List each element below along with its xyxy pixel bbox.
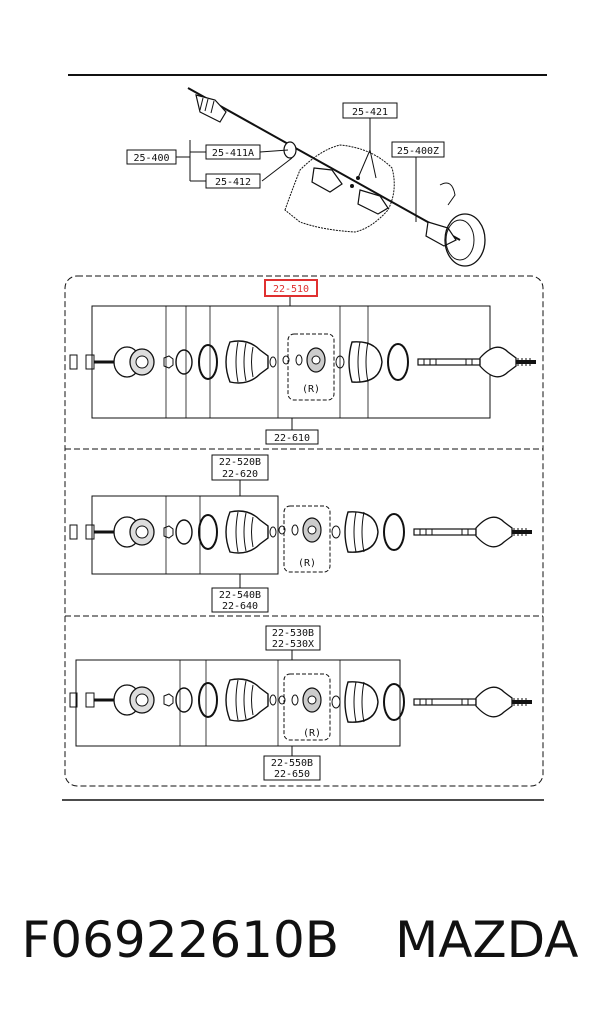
svg-text:22-530B: 22-530B	[272, 628, 314, 639]
label-22-610[interactable]: 22-610	[265, 429, 319, 445]
assemblies-frame	[64, 275, 544, 787]
panel-3-r-label: (R)	[303, 728, 321, 739]
svg-text:22-540B: 22-540B	[219, 590, 261, 601]
label-22-520b-22-620[interactable]: 22-520B 22-620	[211, 454, 269, 481]
label-25-421[interactable]: 25-421	[342, 102, 398, 119]
label-25-400z[interactable]: 25-400Z	[391, 141, 445, 158]
overview-drawing	[176, 87, 486, 267]
svg-text:25-412: 25-412	[215, 177, 251, 188]
svg-text:22-550B: 22-550B	[271, 758, 313, 769]
parts-diagram: 25-400 25-411A 25-412 25-421 25-400Z 22-…	[62, 74, 547, 801]
svg-text:25-411A: 25-411A	[212, 148, 254, 159]
label-22-540b-22-640[interactable]: 22-540B 22-640	[211, 587, 269, 613]
label-22-510-highlighted[interactable]: 22-510	[264, 279, 318, 297]
label-25-411a[interactable]: 25-411A	[205, 144, 261, 160]
part-caption: F06922610B MAZDA	[0, 900, 600, 980]
svg-text:22-650: 22-650	[274, 769, 310, 780]
label-22-550b-22-650[interactable]: 22-550B 22-650	[263, 755, 321, 781]
svg-text:22-610: 22-610	[274, 433, 310, 444]
panel-2-r-label: (R)	[298, 558, 316, 569]
brand-name: MAZDA	[395, 911, 579, 969]
part-number: F06922610B	[21, 911, 340, 969]
label-22-530b-22-530x[interactable]: 22-530B 22-530X	[265, 625, 321, 651]
panel-1	[68, 296, 538, 430]
label-25-412[interactable]: 25-412	[205, 173, 261, 189]
svg-text:25-421: 25-421	[352, 107, 388, 118]
svg-text:25-400Z: 25-400Z	[397, 146, 439, 157]
panel-3	[68, 650, 534, 756]
svg-text:22-510: 22-510	[273, 284, 309, 295]
svg-text:22-640: 22-640	[222, 601, 258, 612]
label-25-400[interactable]: 25-400	[126, 149, 177, 165]
svg-text:22-520B: 22-520B	[219, 457, 261, 468]
svg-text:22-620: 22-620	[222, 469, 258, 480]
panel-2	[68, 480, 534, 588]
svg-text:25-400: 25-400	[133, 153, 169, 164]
panel-1-r-label: (R)	[302, 384, 320, 395]
svg-text:22-530X: 22-530X	[272, 639, 314, 650]
